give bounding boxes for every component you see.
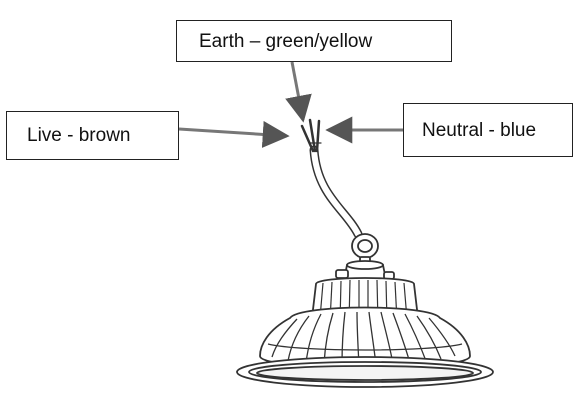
earth-wire (308, 118, 317, 153)
power-cable (300, 118, 363, 239)
neutral-wire (315, 119, 321, 153)
earth-wire-label: Earth – green/yellow (176, 20, 452, 62)
live-wire (300, 124, 315, 153)
heat-sink (259, 306, 471, 369)
live-arrow (178, 120, 290, 148)
live-wire-label: Live - brown (6, 111, 179, 160)
high-bay-light (236, 233, 494, 388)
earth-arrow (285, 61, 312, 123)
neutral-wire-label: Neutral - blue (403, 103, 573, 157)
heat-sink-fins (271, 311, 456, 366)
